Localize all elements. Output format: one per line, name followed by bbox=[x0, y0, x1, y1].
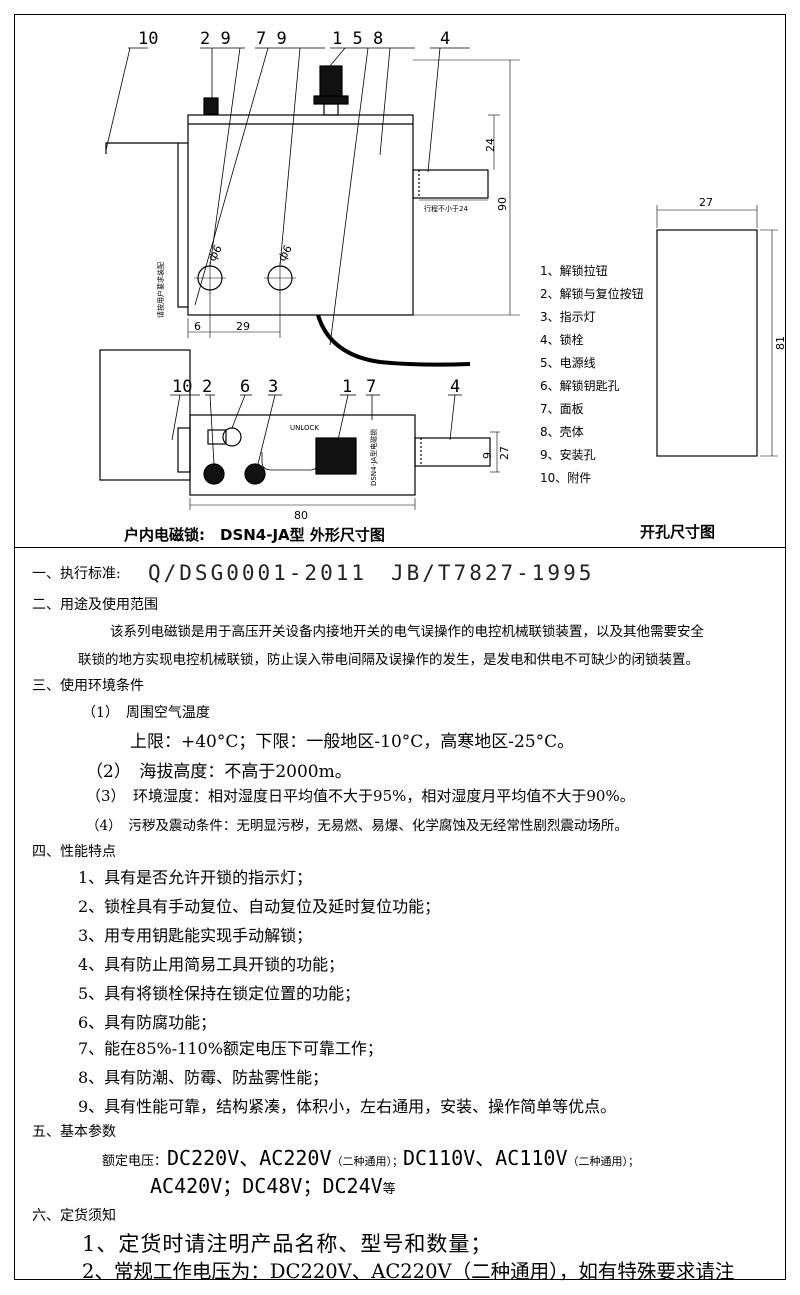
s5-voltage-c-note: 等 bbox=[382, 1182, 396, 1197]
dim-80: 80 bbox=[294, 509, 308, 522]
lock-bolt-side bbox=[412, 169, 489, 199]
dim-24: 24 bbox=[484, 138, 497, 152]
indicator-lamp bbox=[244, 463, 266, 485]
s6-item-2: 2、常规工作电压为：DC220V、AC220V（二种通用），如有特殊要求请注 bbox=[82, 1260, 735, 1283]
s5-label: 五、基本参数 bbox=[32, 1124, 116, 1140]
attachment-front bbox=[99, 349, 191, 481]
dim-81: 81 bbox=[774, 336, 787, 350]
callout-10-top: 10 bbox=[138, 29, 158, 49]
side-assembly-note: 请按用户要求装配 bbox=[156, 262, 165, 318]
s4-item: 8、具有防潮、防霉、防盐雾性能； bbox=[78, 1068, 329, 1087]
dim-9: 9 bbox=[481, 452, 494, 459]
cutout-title: 开孔尺寸图 bbox=[640, 523, 716, 541]
callout-2-9-top: 2 9 bbox=[200, 29, 231, 49]
dim-27-cutout: 27 bbox=[699, 196, 713, 209]
dim-90: 90 bbox=[496, 197, 509, 211]
housing-side-view bbox=[187, 114, 414, 316]
s3-item-4: （4） 污秽及震动条件：无明显污秽，无易燃、易爆、化学腐蚀及无经常性剧烈震动场所… bbox=[86, 818, 628, 834]
legend-item: 6、解锁钥匙孔 bbox=[540, 379, 620, 393]
s4-item: 6、具有防腐功能； bbox=[78, 1013, 217, 1032]
callout-7-9-top: 7 9 bbox=[256, 29, 287, 49]
s5-voltage-c: AC420V；DC48V；DC24V bbox=[150, 1174, 383, 1198]
power-cable bbox=[316, 314, 471, 367]
s6-label: 六、定货须知 bbox=[32, 1208, 116, 1224]
dim-hole-left: ф6 bbox=[205, 243, 224, 264]
s6-item-1: 1、定货时请注明产品名称、型号和数量； bbox=[82, 1232, 493, 1256]
s4-label: 四、性能特点 bbox=[32, 844, 116, 860]
callout-6-front: 6 bbox=[240, 377, 250, 397]
cutout-rect bbox=[656, 229, 758, 457]
callout-1-5-8-top: 1 5 8 bbox=[332, 29, 383, 49]
legend-item: 8、壳体 bbox=[540, 425, 584, 439]
s3-label: 三、使用环境条件 bbox=[32, 678, 144, 694]
s2-paragraph-1: 该系列电磁锁是用于高压开关设备内接地开关的电气误操作的电控机械联锁装置，以及其他… bbox=[110, 624, 704, 640]
s3-item-1-detail: 上限：+40°C；下限：一般地区-10°C，高寒地区-25°C。 bbox=[130, 732, 575, 752]
s2-paragraph-2: 联锁的地方实现电控机械联锁，防止误入带电间隔及误操作的发生，是发电和供电不可缺少… bbox=[78, 652, 699, 668]
legend-item: 1、解锁拉钮 bbox=[540, 264, 608, 278]
legend-item: 10、附件 bbox=[540, 471, 592, 485]
s4-item: 2、锁栓具有手动复位、自动复位及延时复位功能； bbox=[78, 897, 441, 916]
s4-item: 1、具有是否允许开锁的指示灯； bbox=[78, 868, 313, 887]
attachment-bracket bbox=[105, 142, 188, 308]
bolt-travel-note: 行程不小于24 bbox=[424, 204, 468, 213]
s5-voltage-label: 额定电压： bbox=[102, 1154, 168, 1169]
callout-10-front: 10 bbox=[172, 377, 192, 397]
s5-voltage-b-note: （二种通用）； bbox=[567, 1155, 640, 1168]
s4-item: 7、能在85%-110%额定电压下可靠工作； bbox=[78, 1039, 383, 1058]
s4-item: 4、具有防止用简易工具开锁的功能； bbox=[78, 955, 345, 974]
s1-standards: Q/DSG0001-2011 JB/T7827-1995 bbox=[148, 561, 595, 585]
legend-item: 7、面板 bbox=[540, 402, 584, 416]
bolt-front bbox=[414, 437, 491, 467]
callout-1-front: 1 bbox=[342, 377, 352, 397]
s4-item: 5、具有将锁栓保持在锁定位置的功能； bbox=[78, 984, 361, 1003]
s3-item-3: （3） 环境湿度：相对湿度日平均值不大于95%，相对湿度月平均值不大于90%。 bbox=[86, 787, 635, 805]
s4-item: 3、用专用钥匙能实现手动解锁； bbox=[78, 926, 313, 945]
legend-item: 5、电源线 bbox=[540, 356, 596, 370]
legend-item: 3、指示灯 bbox=[540, 310, 596, 324]
callout-4-front: 4 bbox=[450, 377, 460, 397]
callout-7-front: 7 bbox=[366, 377, 376, 397]
unlock-knob-front bbox=[315, 437, 357, 475]
s5-voltage-a: DC220V、AC220V bbox=[167, 1146, 332, 1170]
reset-button-top bbox=[203, 97, 219, 115]
section-divider bbox=[14, 547, 786, 548]
unlock-pull-knob bbox=[319, 65, 343, 97]
parts-legend: 1、解锁拉钮 2、解锁与复位按钮 3、指示灯 4、锁栓 5、电源线 6、解锁钥匙… bbox=[540, 260, 644, 490]
callout-3-front: 3 bbox=[268, 377, 278, 397]
s5-voltage-a-note: （二种通用）； bbox=[331, 1155, 404, 1168]
s5-voltage-b: DC110V、AC110V bbox=[403, 1146, 568, 1170]
callout-4-top: 4 bbox=[440, 29, 450, 49]
callout-2-front: 2 bbox=[202, 377, 212, 397]
drawing-title: 户内电磁锁: DSN4-JA型 外形尺寸图 bbox=[124, 526, 385, 544]
legend-item: 9、安装孔 bbox=[540, 448, 596, 462]
dim-29: 29 bbox=[236, 320, 250, 333]
reset-button-front bbox=[203, 463, 225, 485]
s4-item: 9、具有性能可靠，结构紧凑，体积小，左右通用，安装、操作简单等优点。 bbox=[78, 1097, 617, 1116]
panel-model-text: DSN4-JA型电磁锁 bbox=[369, 429, 378, 486]
dim-27-front: 27 bbox=[498, 446, 511, 460]
s3-item-1: （1） 周围空气温度 bbox=[82, 705, 210, 721]
sheet-frame bbox=[14, 14, 786, 1280]
s5-voltage-line-2: AC420V；DC48V；DC24V等 bbox=[150, 1170, 396, 1199]
s1-label: 一、执行标准: bbox=[32, 566, 121, 582]
s3-item-2: （2） 海拔高度：不高于2000m。 bbox=[86, 762, 352, 782]
s5-voltage-line-1: 额定电压：DC220V、AC220V（二种通用）；DC110V、AC110V（二… bbox=[102, 1142, 639, 1171]
dim-hole-right: ф6 bbox=[275, 243, 294, 264]
dimension-drawing: 10 2 9 7 9 1 5 8 4 10 2 6 3 1 7 4 24 90 … bbox=[99, 29, 787, 522]
legend-item: 2、解锁与复位按钮 bbox=[540, 287, 644, 301]
legend-item: 4、锁栓 bbox=[540, 333, 584, 347]
panel-arrow-text: UNLOCK bbox=[290, 424, 319, 432]
dim-6: 6 bbox=[194, 320, 201, 333]
s2-label: 二、用途及使用范围 bbox=[32, 597, 158, 613]
